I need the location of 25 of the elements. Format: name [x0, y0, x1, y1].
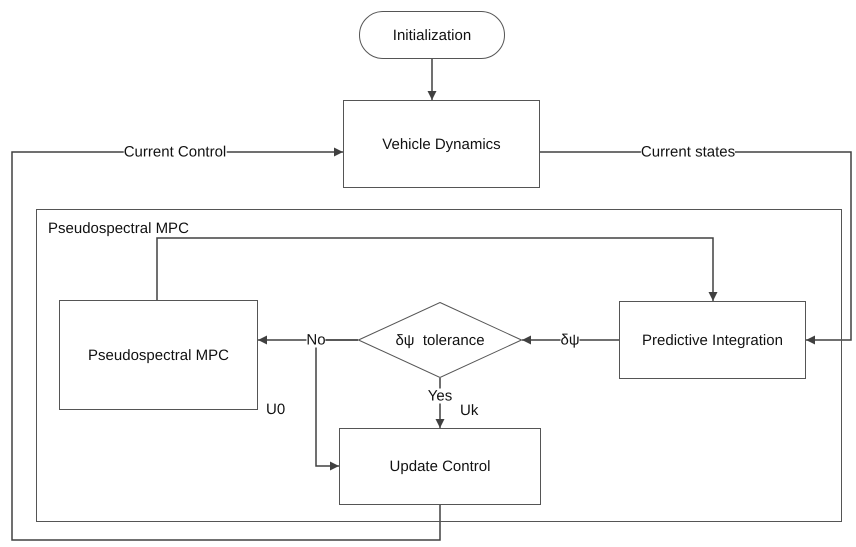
- edge-label: Current states: [640, 144, 736, 160]
- edge-label: Current Control: [124, 144, 226, 160]
- node-label: δψ tolerance: [395, 332, 485, 348]
- group-box: [36, 209, 842, 522]
- arrow: [156, 237, 718, 301]
- node-label: Predictive Integration: [642, 332, 783, 348]
- arrow: [315, 339, 358, 470]
- process-box: [339, 428, 541, 505]
- node-label: Vehicle Dynamics: [382, 136, 501, 152]
- edge-label: Yes: [428, 388, 452, 404]
- terminal-shape: [359, 11, 505, 59]
- arrow: [11, 148, 441, 541]
- node-label: Pseudospectral MPC: [88, 346, 229, 364]
- group-title: Pseudospectral MPC: [48, 220, 189, 237]
- arrow: [428, 59, 436, 100]
- process-box: [619, 301, 806, 379]
- decision-diamond: [358, 302, 522, 378]
- process-box: [59, 300, 258, 410]
- signal-label: Uk: [460, 402, 478, 419]
- node-label: Initialization: [392, 26, 472, 44]
- edge-label: δψ: [560, 332, 580, 348]
- edge-label: No: [306, 332, 326, 348]
- signal-label: U0: [266, 401, 286, 418]
- process-box: [343, 100, 540, 188]
- node-label: Update Control: [390, 458, 490, 475]
